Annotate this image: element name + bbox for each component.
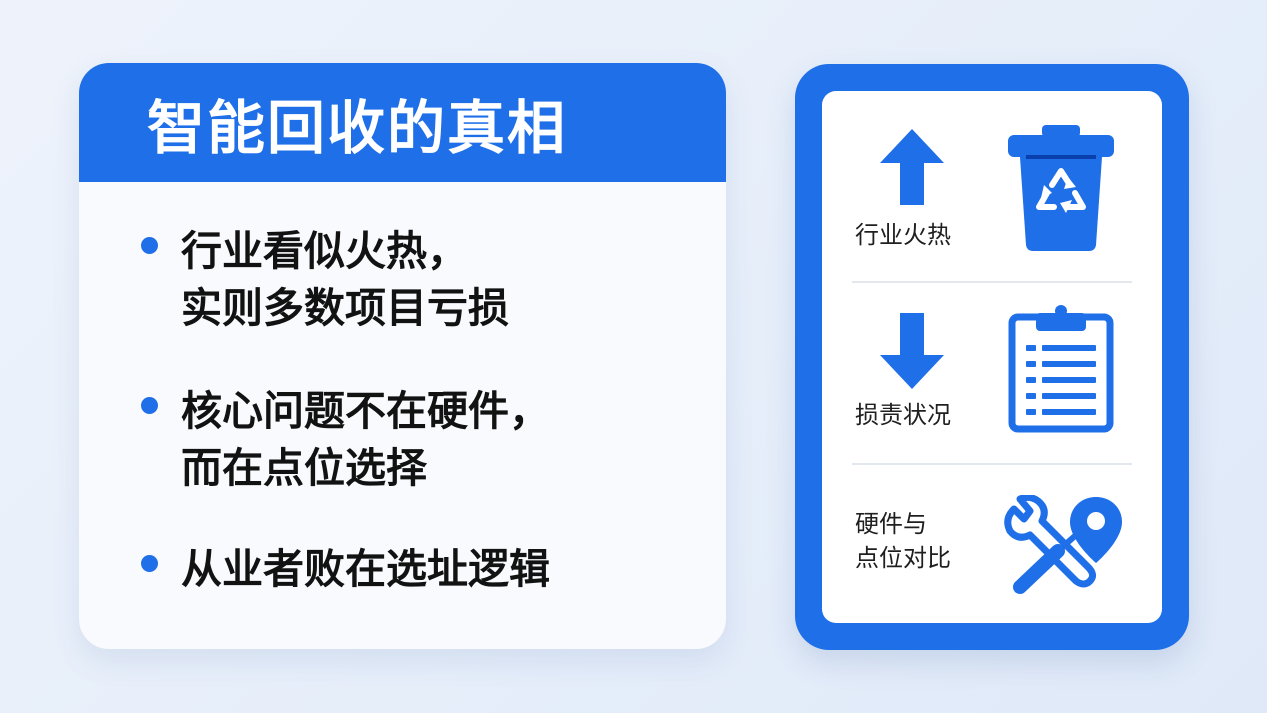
bullet-dot — [141, 397, 158, 414]
icon-row: 硬件与 点位对比 — [822, 465, 1162, 623]
row-label: 损责状况 — [855, 401, 951, 429]
bullet-text: 从业者败在选址逻辑 — [181, 541, 550, 598]
bullet-item: 从业者败在选址逻辑 — [141, 541, 701, 598]
clipboard-icon — [1008, 305, 1114, 433]
row-label-line: 点位对比 — [855, 544, 951, 572]
icon-row: 损责状况 — [822, 283, 1162, 463]
summary-card-header: 智能回收的真相 — [79, 63, 726, 182]
bullet-text: 核心问题不在硬件， 而在点位选择 — [181, 383, 550, 497]
bullet-line: 而在点位选择 — [181, 444, 427, 492]
row-label: 硬件与 点位对比 — [855, 507, 951, 575]
row-divider — [852, 463, 1132, 465]
bullet-item: 行业看似火热， 实则多数项目亏损 — [141, 223, 701, 337]
recycling-bin-icon — [1008, 125, 1114, 251]
bullet-item: 核心问题不在硬件， 而在点位选择 — [141, 383, 701, 497]
wrench-and-location-pin-icon — [1004, 495, 1122, 594]
bullet-line: 从业者败在选址逻辑 — [181, 545, 550, 593]
row-divider — [852, 281, 1132, 283]
arrow-up-icon — [880, 129, 944, 205]
bullet-line: 行业看似火热， — [181, 227, 468, 275]
summary-card: 智能回收的真相 行业看似火热， 实则多数项目亏损 核心问题不在硬件， 而在点位选… — [79, 63, 726, 649]
row-label-line: 硬件与 — [855, 510, 927, 538]
icon-panel: 行业火热 — [795, 64, 1189, 650]
page-title: 智能回收的真相 — [147, 93, 568, 162]
bullet-line: 核心问题不在硬件， — [181, 387, 550, 435]
bullet-text: 行业看似火热， 实则多数项目亏损 — [181, 223, 509, 337]
icon-row: 行业火热 — [822, 91, 1162, 281]
bullet-dot — [141, 555, 158, 572]
row-label: 行业火热 — [855, 221, 951, 249]
arrow-down-icon — [880, 313, 944, 389]
icon-panel-inner: 行业火热 — [822, 91, 1162, 623]
bullet-line: 实则多数项目亏损 — [181, 284, 509, 332]
bullet-dot — [141, 237, 158, 254]
